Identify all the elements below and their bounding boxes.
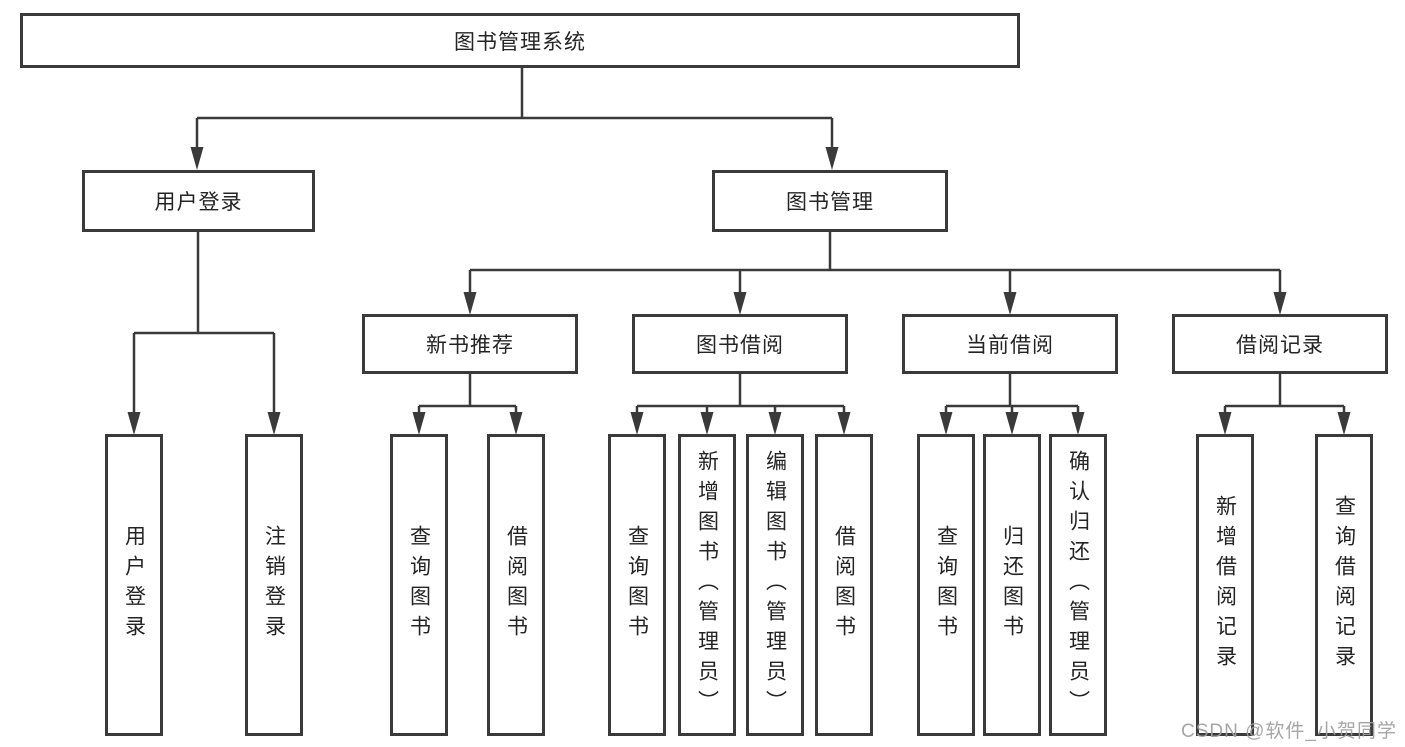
- node-new-book-recommend-label: 新书推荐: [426, 334, 514, 357]
- leaf-return-book: 归还图书: [983, 434, 1041, 736]
- connector-recommend-branch: [412, 374, 523, 435]
- connector-current-branch: [939, 374, 1085, 435]
- leaf-current-query-book: 查询图书: [917, 434, 975, 736]
- leaf-user-login-label: 用户登录: [122, 525, 146, 645]
- leaf-logout: 注销登录: [245, 434, 303, 736]
- leaf-return-book-label: 归还图书: [1000, 525, 1024, 645]
- node-current-borrow-label: 当前借阅: [966, 334, 1054, 357]
- leaf-confirm-return-admin: 确认归还（管理员）: [1049, 434, 1107, 736]
- node-book-borrow: 图书借阅: [632, 314, 848, 374]
- leaf-borrow-query-book: 查询图书: [608, 434, 666, 736]
- leaf-recommend-query-book: 查询图书: [390, 434, 448, 736]
- leaf-edit-book-admin: 编辑图书（管理员）: [746, 434, 804, 736]
- leaf-current-query-book-label: 查询图书: [934, 525, 958, 645]
- leaf-borrow-query-book-label: 查询图书: [625, 525, 649, 645]
- leaf-add-borrow-record-label: 新增借阅记录: [1213, 495, 1237, 675]
- leaf-borrow-book: 借阅图书: [815, 434, 873, 736]
- leaf-recommend-query-book-label: 查询图书: [407, 525, 431, 645]
- connector-userlogin-branch: [127, 232, 281, 435]
- leaf-confirm-return-admin-label: 确认归还（管理员）: [1066, 450, 1090, 720]
- connector-history-branch: [1218, 374, 1351, 435]
- leaf-add-borrow-record: 新增借阅记录: [1196, 434, 1254, 736]
- leaf-query-borrow-record: 查询借阅记录: [1315, 434, 1373, 736]
- node-root: 图书管理系统: [20, 13, 1020, 68]
- csdn-watermark: CSDN @软件_小贺同学: [1181, 721, 1397, 742]
- leaf-recommend-borrow-book: 借阅图书: [487, 434, 545, 736]
- connector-borrow-branch: [630, 374, 851, 435]
- connector-root-to-level2: [190, 68, 839, 170]
- node-new-book-recommend: 新书推荐: [362, 314, 578, 374]
- leaf-borrow-book-label: 借阅图书: [832, 525, 856, 645]
- leaf-user-login: 用户登录: [105, 434, 163, 736]
- leaf-add-book-admin-label: 新增图书（管理员）: [695, 450, 719, 720]
- node-user-login-group-label: 用户登录: [154, 191, 243, 214]
- node-current-borrow: 当前借阅: [902, 314, 1118, 374]
- connector-bookmanage-branch: [463, 232, 1287, 315]
- node-book-manage: 图书管理: [712, 170, 948, 232]
- leaf-query-borrow-record-label: 查询借阅记录: [1332, 495, 1356, 675]
- node-root-label: 图书管理系统: [454, 30, 586, 54]
- node-borrow-record: 借阅记录: [1172, 314, 1388, 374]
- node-book-manage-label: 图书管理: [786, 191, 874, 214]
- node-user-login-group: 用户登录: [82, 170, 315, 232]
- leaf-logout-label: 注销登录: [262, 525, 286, 645]
- node-book-borrow-label: 图书借阅: [696, 334, 784, 357]
- leaf-recommend-borrow-book-label: 借阅图书: [504, 525, 528, 645]
- leaf-edit-book-admin-label: 编辑图书（管理员）: [763, 450, 787, 720]
- node-borrow-record-label: 借阅记录: [1236, 334, 1324, 357]
- leaf-add-book-admin: 新增图书（管理员）: [678, 434, 736, 736]
